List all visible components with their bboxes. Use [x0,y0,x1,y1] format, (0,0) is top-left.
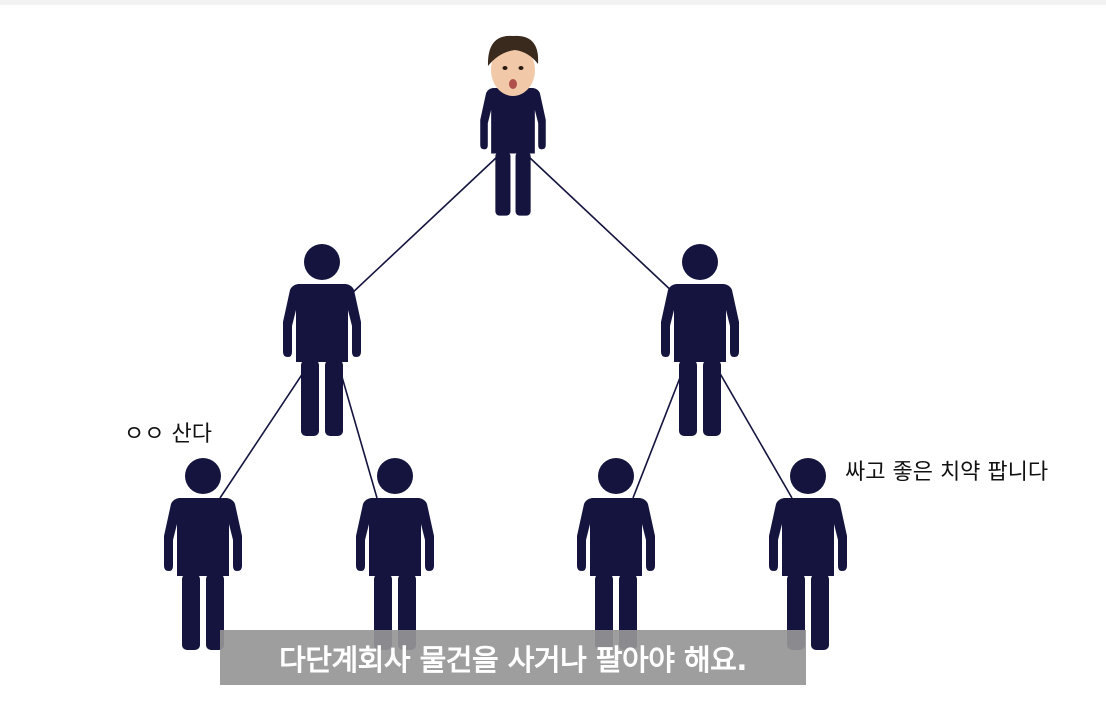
subtitle-text: 다단계회사 물건을 사거나 팔아야 해요. [279,642,747,677]
person-torso [356,498,434,576]
person-head [304,244,340,280]
person-top [480,35,546,216]
connector-line-top-mid-left [349,156,498,296]
person-torso [283,284,361,362]
connector-line-mid-right-bottom-3 [632,369,684,499]
person-right-leg [206,574,224,650]
person-right-leg [515,151,531,216]
mouth [509,79,517,89]
person-left-leg [301,360,319,436]
person-right-leg [703,360,721,436]
person-bottom-3 [577,458,655,650]
person-head [682,244,718,280]
annotation-left: ㅇㅇ 산다 [124,422,212,447]
annotation-right: 싸고 좋은 치약 팝니다 [845,460,1049,485]
person-head [790,458,826,494]
right-eye [518,66,524,70]
person-top-body [480,88,546,216]
person-torso [480,88,546,154]
face [491,44,535,96]
person-mid-right [661,244,739,436]
person-torso [769,498,847,576]
connector-line-mid-right-bottom-4 [717,369,793,499]
person-head [598,458,634,494]
person-torso [164,498,242,576]
person-head [377,458,413,494]
person-bottom-2 [356,458,434,650]
connector-line-top-mid-right [528,156,677,296]
connector-line-mid-left-bottom-1 [219,369,306,499]
person-bottom-4 [769,458,847,650]
person-left-leg [495,151,511,216]
top-strip [0,0,1106,5]
person-right-leg [811,574,829,650]
connector-lines [219,156,793,499]
person-left-leg [182,574,200,650]
face-photo [487,35,539,96]
connector-line-mid-left-bottom-2 [339,369,378,499]
person-torso [577,498,655,576]
figures [164,35,847,650]
person-head [185,458,221,494]
person-right-leg [325,360,343,436]
subtitle-bar: 다단계회사 물건을 사거나 팔아야 해요. [220,630,806,685]
hair [487,35,539,66]
person-left-leg [679,360,697,436]
person-torso [661,284,739,362]
left-eye [502,66,508,70]
person-mid-left [283,244,361,436]
person-bottom-1 [164,458,242,650]
